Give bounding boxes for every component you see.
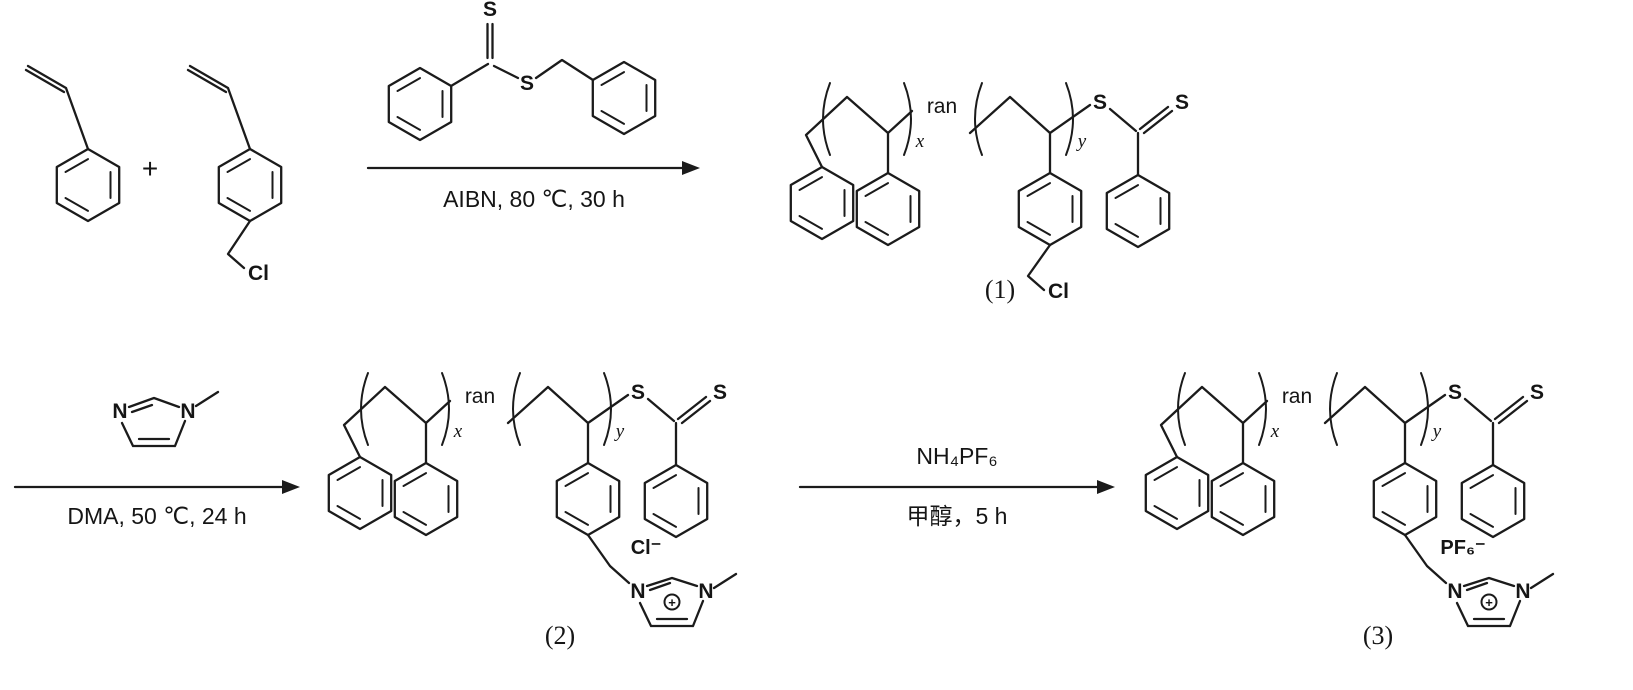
charge-circle (1480, 593, 1498, 611)
arrow-head (1097, 480, 1115, 494)
nitrogen-atom: N (1447, 580, 1462, 603)
chlorine-atom: Cl (248, 262, 269, 285)
polymer-1-structure: Cl (791, 83, 1189, 303)
thiocarbonyl-sulfur-atom: S (483, 0, 497, 21)
nitrogen-atom: N (1515, 580, 1530, 603)
reaction-arrow-2 (13, 480, 300, 494)
nitrogen-atom: N (630, 580, 645, 603)
benzene-ring (55, 147, 121, 223)
reaction-arrow-3 (798, 480, 1115, 494)
step3-reagent-text: NH₄PF₆ (916, 443, 997, 469)
product-3-label: (3) (1363, 621, 1393, 650)
ch2cl-pendant-bonds (1026, 243, 1052, 292)
benzyl-imidazolium-bonds (1403, 533, 1555, 628)
vinyl-and-ch2cl-bonds (186, 64, 252, 270)
charge-circle (663, 593, 681, 611)
benzene-ring (217, 147, 283, 223)
methylimidazole-structure: N N (112, 390, 220, 448)
benzene-ring (591, 60, 657, 136)
arrow-head (282, 480, 300, 494)
step3-conditions-text: 甲醇，5 h (907, 503, 1008, 529)
product-2-label: (2) (545, 621, 575, 650)
polymer-core (791, 83, 1189, 247)
polymer-core (329, 373, 727, 537)
polymer-core (1146, 373, 1544, 537)
imidazole-bonds (120, 390, 220, 448)
nitrogen-atom: N (112, 400, 127, 423)
plus-charge: + (1485, 595, 1493, 610)
vinyl-bonds (24, 64, 90, 151)
plus-charge: + (668, 595, 676, 610)
benzyl-imidazolium-bonds (586, 533, 738, 628)
chlorine-atom: Cl (1048, 280, 1069, 303)
polymer-3-structure: + N N PF₆⁻ (1146, 373, 1555, 628)
step2-conditions-text: DMA, 50 ℃, 24 h (67, 503, 246, 529)
nitrogen-atom: N (180, 400, 195, 423)
raft-bonds (449, 22, 595, 88)
sulfur-atom: S (520, 72, 534, 95)
vinylbenzyl-chloride-structure: Cl (186, 64, 283, 285)
styrene-structure (24, 64, 121, 223)
hexafluorophosphate-counterion: PF₆⁻ (1440, 537, 1485, 559)
benzene-ring (387, 66, 453, 142)
chloride-counterion: Cl⁻ (631, 537, 662, 559)
polymer-2-structure: + N N Cl⁻ (329, 373, 738, 628)
step1-conditions-text: AIBN, 80 ℃, 30 h (443, 186, 625, 212)
reaction-arrow-1 (366, 161, 700, 175)
raft-agent-structure: S S (387, 0, 657, 142)
nitrogen-atom: N (698, 580, 713, 603)
product-1-label: (1) (985, 275, 1015, 304)
plus-sign: + (142, 153, 158, 184)
arrow-head (682, 161, 700, 175)
